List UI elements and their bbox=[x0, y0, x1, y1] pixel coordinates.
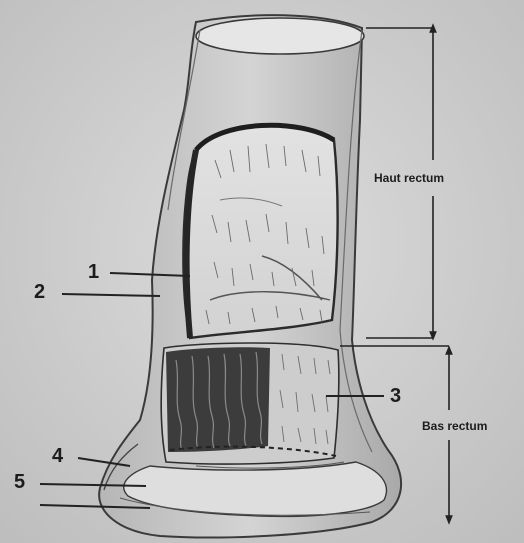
callout-3-label: 3 bbox=[390, 385, 401, 407]
upper-lumen-opening bbox=[196, 18, 364, 54]
haut-rectum-label: Haut rectum bbox=[374, 171, 444, 185]
callout-1-label: 1 bbox=[88, 261, 99, 283]
lower-mucosa bbox=[161, 343, 339, 464]
upper-mucosa bbox=[183, 125, 337, 338]
callout-4-label: 4 bbox=[52, 445, 64, 467]
bas-rectum-label: Bas rectum bbox=[422, 419, 487, 433]
callout-5-label: 5 bbox=[14, 471, 25, 493]
callout-2-label: 2 bbox=[34, 281, 45, 303]
